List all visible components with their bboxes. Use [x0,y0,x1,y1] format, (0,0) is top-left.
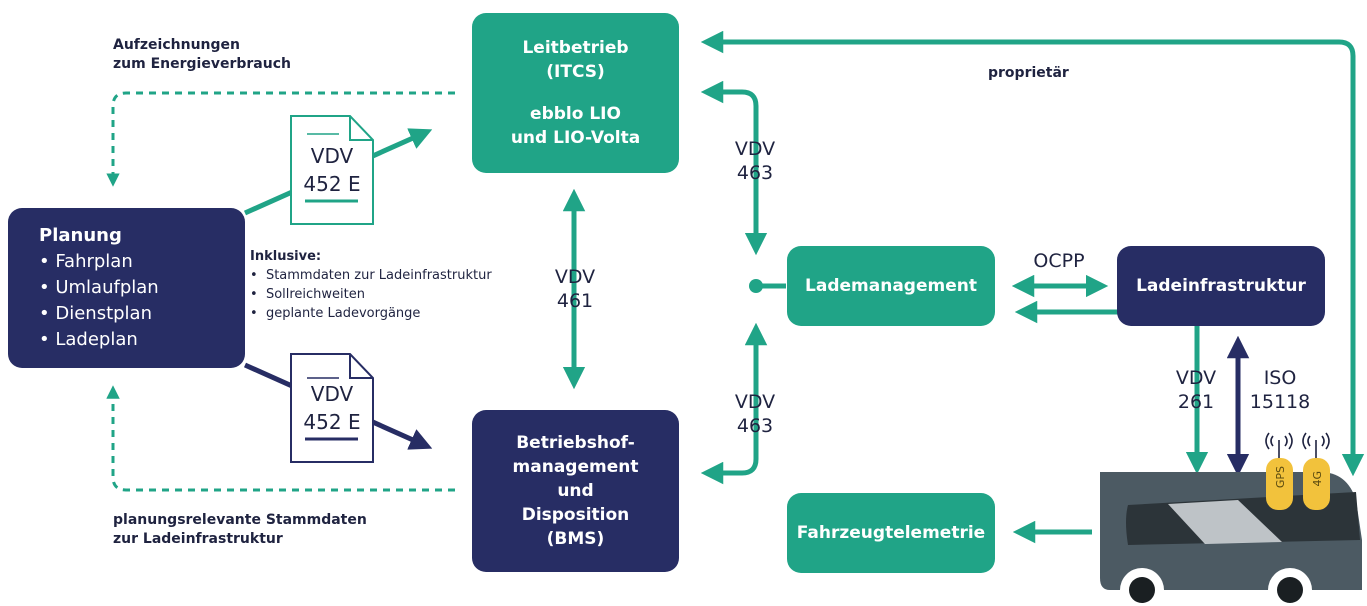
itcs-box[interactable]: Leitbetrieb (ITCS) ebblo LIO und LIO-Vol… [472,13,679,173]
fahrzeugtelemetrie-box[interactable]: Fahrzeugtelemetrie [787,493,995,573]
inclusive-item: • Stammdaten zur Ladeinfrastruktur [250,268,492,283]
ocpp-label: OCPP [1033,250,1085,272]
lademanagement-box[interactable]: Lademanagement [787,246,995,326]
bus-icon [1100,472,1362,606]
planung-item: • Dienstplan [39,303,152,324]
document-icon [290,353,374,463]
junction-dot [749,279,763,293]
planung-item: • Umlaufplan [39,277,159,298]
master-data-dashed-arrow [106,385,455,492]
inclusive-item: • geplante Ladevorgänge [250,306,421,321]
document-icon [290,115,374,225]
proprietary-arrow [700,30,1365,477]
gps-badge [1266,458,1293,510]
ladeinfrastruktur-box[interactable]: Ladeinfrastruktur [1117,246,1325,326]
inclusive-note: Inklusive: • Stammdaten zur Ladeinfrastr… [250,249,492,321]
gps-badge-label: GPS [1274,466,1287,489]
4g-badge-label: 4G [1311,471,1324,487]
inclusive-item: • Sollreichweiten [250,287,365,302]
energy-records-note: Aufzeichnungen zum Energieverbrauch [113,37,291,72]
master-data-note: planungsrelevante Stammdaten zur Ladeinf… [113,512,367,547]
document-label-top: VDV 452 E [303,144,361,196]
proprietary-label: proprietär [988,65,1069,81]
energy-records-dashed-arrow [106,91,455,187]
bms-box[interactable]: Betriebshof- management und Disposition … [472,410,679,572]
planung-box[interactable]: Planung • Fahrplan • Umlaufplan • Dienst… [8,208,245,368]
document-label-bottom: VDV 452 E [303,382,361,434]
planung-item: • Fahrplan [39,251,133,272]
planung-item: • Ladeplan [39,329,138,350]
antenna-icon [1265,432,1293,458]
4g-badge [1303,458,1330,510]
antenna-icon [1302,432,1330,458]
